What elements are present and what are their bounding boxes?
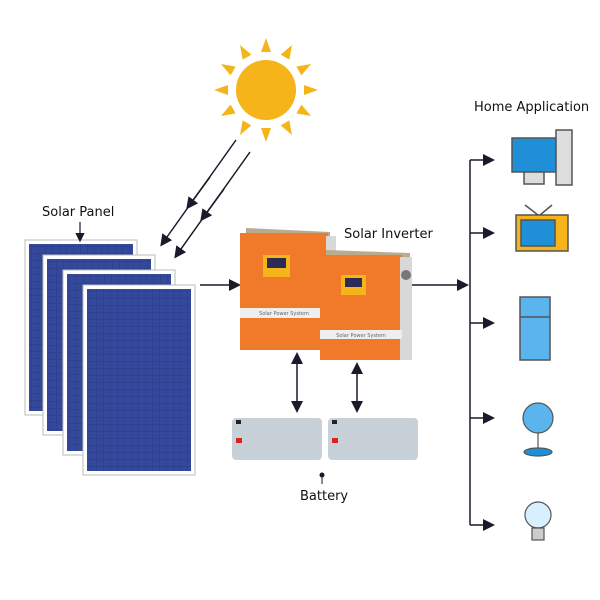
home-application-label: Home Application — [474, 100, 590, 115]
fan-icon — [522, 402, 554, 457]
inverter-band-text: Solar Power System — [336, 333, 386, 339]
solar-panel — [82, 284, 196, 476]
appliance-arrows — [470, 154, 495, 531]
tv-icon — [515, 204, 569, 252]
computer-icon — [511, 129, 573, 186]
solar-inverter-label: Solar Inverter — [344, 227, 433, 242]
bulb-icon — [524, 501, 552, 541]
battery-label: Battery — [300, 489, 349, 504]
fridge-icon — [519, 296, 551, 361]
sun-icon — [214, 38, 318, 142]
solar-inverter: Solar Power System — [320, 250, 412, 360]
inverter-battery-arrows — [291, 352, 363, 413]
sunlight-arrows — [160, 139, 251, 259]
battery — [328, 418, 418, 460]
solar-panels — [24, 239, 196, 476]
battery — [232, 418, 322, 460]
solar-panel-label: Solar Panel — [42, 205, 115, 220]
inverter-band-text: Solar Power System — [259, 311, 309, 317]
